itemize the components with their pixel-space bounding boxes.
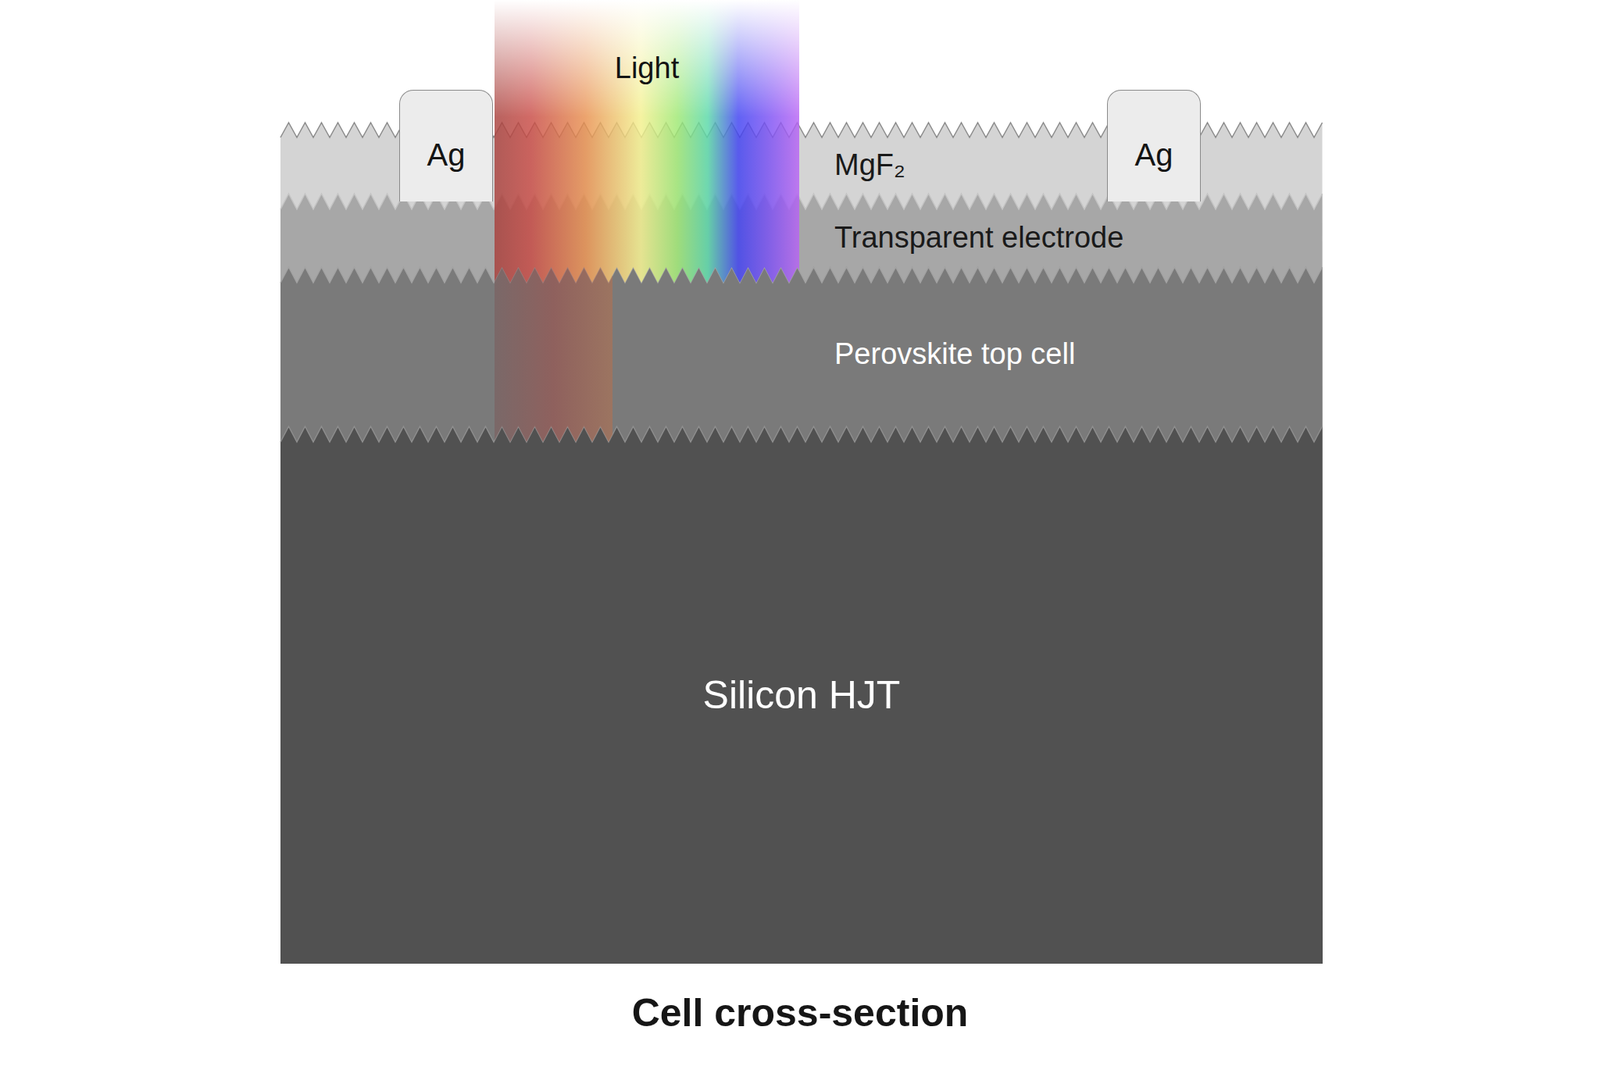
contact-box: Ag: [399, 89, 493, 202]
layer-band: [280, 122, 1323, 965]
layer-label: Light: [614, 51, 679, 86]
layer-band: [280, 426, 1323, 965]
contact-box: Ag: [1107, 89, 1201, 202]
layer-box: Silicon HJT: [280, 442, 1323, 950]
figure-caption: Cell cross-section: [0, 990, 1600, 1036]
layer-label: Transparent electrode: [834, 221, 1124, 256]
layer-box: Transparent electrode: [280, 209, 1323, 268]
light-fade: [494, 0, 800, 118]
layer-edge: [280, 267, 1323, 283]
layer-label: Ag: [1135, 136, 1174, 173]
light-beam: [494, 0, 800, 290]
layer-band: [280, 267, 1323, 965]
light-label-box: Light: [494, 31, 800, 106]
layer-band: [280, 193, 1323, 965]
layer-label: MgF₂: [834, 148, 906, 183]
layer-label: Ag: [427, 136, 466, 173]
red-light-absorbed: [494, 257, 613, 446]
layer-label: Perovskite top cell: [834, 337, 1075, 372]
layer-label: Silicon HJT: [703, 673, 901, 719]
layer-box: Perovskite top cell: [280, 282, 1323, 427]
layer-edge: [280, 426, 1323, 443]
